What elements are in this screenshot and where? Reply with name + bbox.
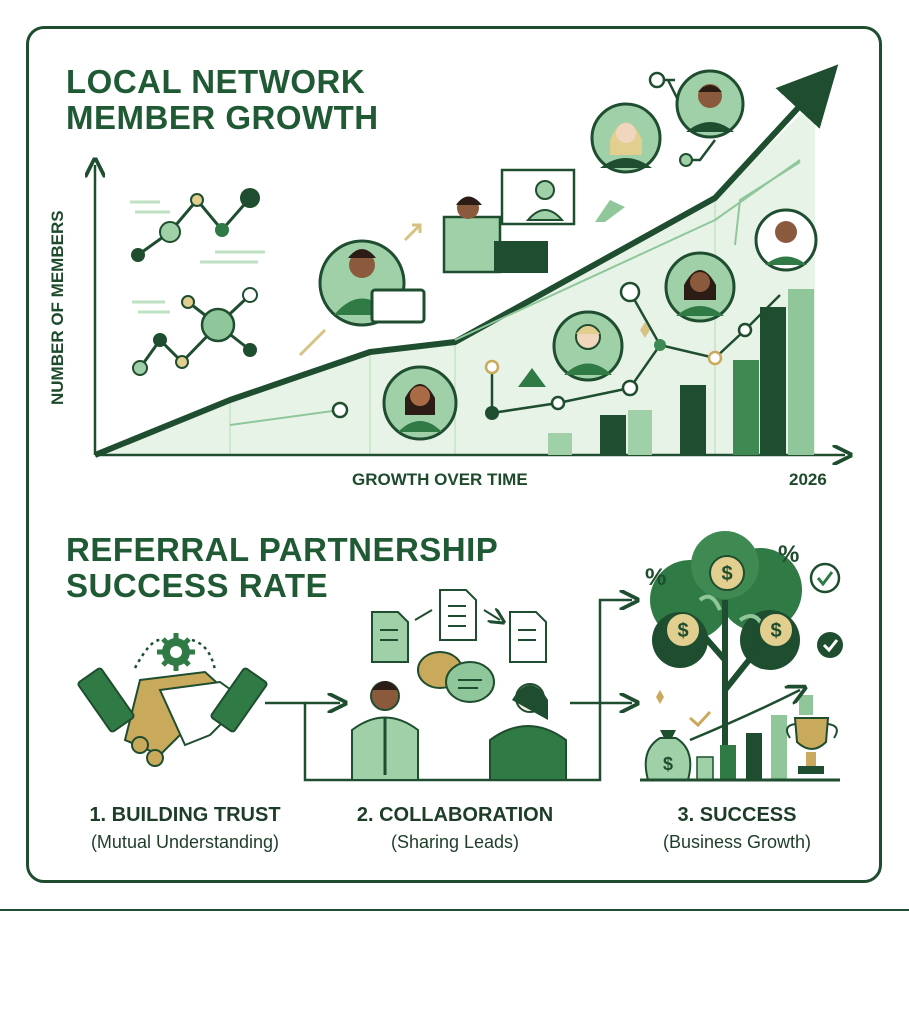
secondary-lines: [229, 159, 801, 426]
referral-title-line2: SUCCESS RATE: [66, 567, 329, 604]
referral-title-line1: REFERRAL PARTNERSHIP: [66, 531, 499, 568]
person-avatar-woman-1: [382, 365, 458, 441]
gear-icon: [133, 633, 217, 671]
step-1-title: 1. BUILDING TRUST: [89, 804, 281, 826]
chart-axes: [95, 165, 845, 455]
person-avatar-man-dark: [675, 69, 745, 139]
growth-area: [95, 100, 815, 455]
growth-trend-line: [93, 64, 839, 458]
step-2-title: 2. COLLABORATION: [356, 804, 554, 826]
sparkle-icons: [656, 690, 664, 704]
money-bag-symbol: $: [663, 754, 673, 774]
left-network-bottom: [132, 287, 258, 376]
coin-symbol-2: $: [677, 620, 688, 642]
person-avatar-desk: [442, 168, 576, 274]
trophy-icon: [785, 717, 838, 774]
step-1-subtitle: (Mutual Understanding): [90, 832, 280, 852]
x-axis-label: GROWTH OVER TIME: [352, 470, 528, 489]
flow-connectors: [265, 600, 632, 782]
person-avatar-woman-blonde: [590, 102, 662, 174]
step-3-subtitle: (Business Growth): [662, 832, 812, 852]
percent-icons: % %: [645, 541, 799, 591]
person-avatar-man-suit: [754, 208, 818, 272]
accent-shapes: [298, 200, 650, 387]
person-avatar-man-light: [552, 310, 624, 382]
document-icons: [371, 589, 547, 663]
checkmark-icons: [689, 562, 843, 728]
growth-title-line2: MEMBER GROWTH: [66, 99, 379, 136]
avatar-link-nodes: [648, 71, 716, 167]
handshake-icon: [77, 667, 268, 767]
coin-symbol-1: $: [721, 563, 732, 585]
step-2-subtitle: (Sharing Leads): [390, 832, 520, 852]
money-bag-icon: $: [644, 730, 692, 781]
percent-symbol-left: %: [645, 564, 666, 591]
left-network-top: [130, 188, 265, 264]
person-avatar-laptop: [318, 239, 426, 327]
growth-title: LOCAL NETWORK MEMBER GROWTH: [66, 64, 379, 136]
year-label: 2026: [789, 470, 827, 489]
chat-bubbles-icon: [417, 651, 495, 703]
person-avatar-woman-2: [664, 251, 736, 323]
growth-title-line1: LOCAL NETWORK: [66, 63, 366, 100]
growth-bars: [548, 289, 814, 455]
network-nodes: [331, 281, 753, 420]
percent-symbol-right: %: [778, 541, 799, 568]
collaborating-people-icon: [351, 681, 567, 781]
step-3-title: 3. SUCCESS: [677, 804, 797, 826]
referral-title: REFERRAL PARTNERSHIP SUCCESS RATE: [66, 532, 498, 604]
coin-icons: $ $ $: [665, 555, 794, 648]
coin-symbol-3: $: [770, 620, 781, 642]
bottom-rule: [0, 909, 909, 911]
success-bars: [640, 690, 840, 782]
